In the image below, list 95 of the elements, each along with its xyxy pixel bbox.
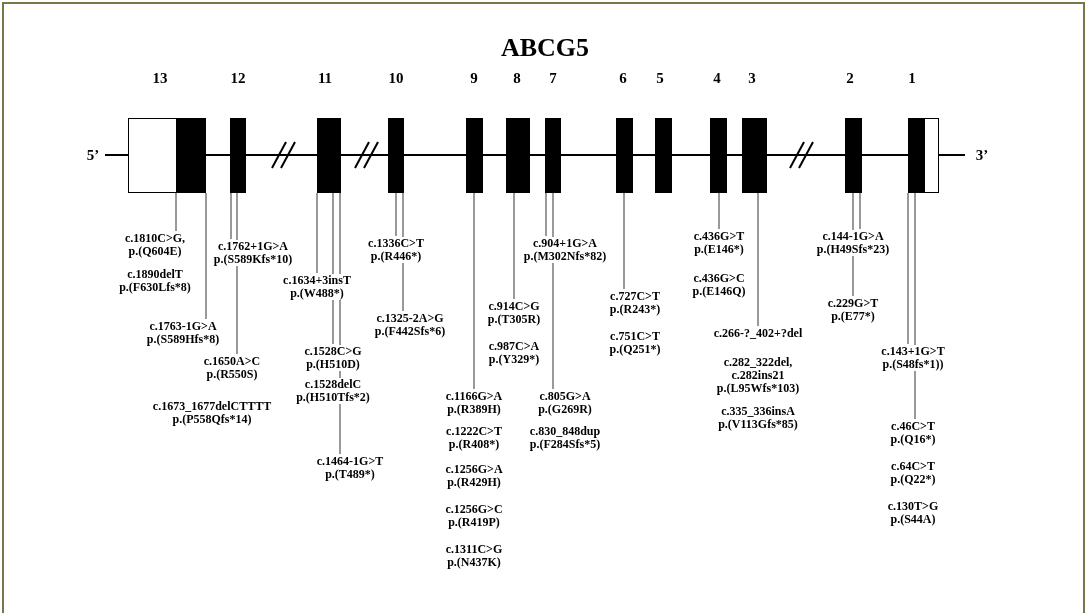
leader-line bbox=[513, 192, 515, 300]
variant-text: c.282ins21 bbox=[731, 369, 785, 382]
variant-text: p.(F284Sfs*5) bbox=[529, 438, 601, 451]
variant-text: c.987C>A bbox=[488, 340, 540, 353]
leader-line bbox=[718, 192, 720, 230]
strand-end-label: 5’ bbox=[86, 147, 100, 163]
exon-number: 11 bbox=[317, 70, 333, 86]
exon-number: 12 bbox=[230, 70, 246, 86]
variant-text: p.(Q251*) bbox=[609, 343, 661, 356]
variant-text: c.130T>G bbox=[887, 500, 939, 513]
variant-annotation: c.914C>G p.(T305R) bbox=[487, 300, 541, 326]
leader-line bbox=[545, 192, 547, 237]
leader-line bbox=[316, 192, 318, 274]
variant-text: c.1256G>C bbox=[445, 503, 503, 516]
exon-number: 3 bbox=[748, 70, 756, 86]
variant-annotation: c.1336C>T p.(R446*) bbox=[368, 237, 424, 263]
variant-text: p.(R429H) bbox=[447, 476, 501, 489]
variant-annotation: c.46C>T p.(Q16*) bbox=[890, 420, 936, 446]
variant-annotation: c.1166G>A p.(R389H) bbox=[445, 390, 503, 416]
variant-text: p.(H510Tfs*2) bbox=[296, 391, 370, 404]
variant-text: p.(Q22*) bbox=[890, 473, 936, 486]
variant-text: c.1311C>G bbox=[445, 543, 503, 556]
leader-line bbox=[230, 192, 232, 240]
variant-annotation: c.1763-1G>A p.(S589Hfs*8) bbox=[146, 320, 220, 346]
exon-number: 2 bbox=[846, 70, 854, 86]
variant-annotation: c.805G>A p.(G269R) bbox=[538, 390, 592, 416]
variant-annotation: c.436G>T p.(E146*) bbox=[693, 230, 745, 256]
variant-annotation: c.1762+1G>A p.(S589Kfs*10) bbox=[213, 240, 293, 266]
variant-text: c.1673_1677delCTTTT bbox=[152, 400, 272, 413]
variant-text: c.335_336insA bbox=[721, 405, 795, 418]
variant-annotation: c.1634+3insT p.(W488*) bbox=[283, 274, 351, 300]
variant-text: p.(V113Gfs*85) bbox=[718, 418, 798, 431]
variant-text: p.(R419P) bbox=[448, 516, 500, 529]
exon-number: 6 bbox=[619, 70, 627, 86]
leader-line bbox=[395, 192, 397, 237]
leader-line bbox=[175, 192, 177, 232]
leader-line bbox=[914, 192, 916, 420]
variant-text: c.1528delC bbox=[304, 378, 362, 391]
exon bbox=[710, 70, 727, 193]
variant-text: c.751C>T bbox=[610, 330, 660, 343]
exon bbox=[845, 70, 862, 193]
variant-text: p.(E146Q) bbox=[692, 285, 746, 298]
exon bbox=[317, 70, 341, 193]
exon bbox=[230, 70, 246, 193]
variant-text: p.(L95Wfs*103) bbox=[716, 382, 800, 395]
variant-annotation: c.1810C>G, p.(Q604E) bbox=[124, 232, 186, 258]
exon bbox=[388, 70, 404, 193]
variant-annotation: c.144-1G>A p.(H49Sfs*23) bbox=[816, 230, 890, 256]
leader-line bbox=[552, 192, 554, 390]
leader-line bbox=[859, 192, 861, 230]
exon-number: 9 bbox=[470, 70, 478, 86]
variant-annotation: c.1325-2A>G p.(F442Sfs*6) bbox=[374, 312, 446, 338]
variant-text: p.(Y329*) bbox=[488, 353, 540, 366]
variant-text: p.(N437K) bbox=[447, 556, 501, 569]
variant-annotation: c.1528C>G p.(H510D) bbox=[304, 345, 362, 371]
variant-text: c.436G>C bbox=[693, 272, 745, 285]
exon-number: 7 bbox=[549, 70, 557, 86]
exon-number: 4 bbox=[713, 70, 721, 86]
strand-end-label: 3’ bbox=[975, 147, 989, 163]
leader-line bbox=[473, 192, 475, 390]
exon-number: 13 bbox=[152, 70, 168, 86]
leader-line bbox=[623, 192, 625, 290]
variant-annotation: c.1650A>C p.(R550S) bbox=[203, 355, 261, 381]
variant-text: c.830_848dup bbox=[529, 425, 601, 438]
variant-annotation: c.904+1G>A p.(M302Nfs*82) bbox=[523, 237, 607, 263]
variant-text: c.64C>T bbox=[891, 460, 935, 473]
exon bbox=[616, 70, 633, 193]
leader-line bbox=[907, 192, 909, 345]
variant-text: c.1256G>A bbox=[445, 463, 503, 476]
exon bbox=[545, 70, 561, 193]
variant-annotation: c.266-?_402+?del bbox=[713, 327, 803, 340]
variant-text: c.282_322del, bbox=[723, 356, 793, 369]
exon-number: 5 bbox=[656, 70, 664, 86]
variant-text: p.(S44A) bbox=[890, 513, 936, 526]
exon bbox=[655, 70, 672, 193]
diagram-title: ABCG5 bbox=[500, 33, 590, 63]
variant-text: c.1222C>T bbox=[446, 425, 502, 438]
variant-annotation: c.727C>T p.(R243*) bbox=[609, 290, 661, 316]
exon-number: 1 bbox=[908, 70, 916, 86]
variant-annotation: c.143+1G>T p.(S48fs*1)) bbox=[881, 345, 945, 371]
exon bbox=[128, 70, 206, 193]
exon bbox=[742, 70, 767, 193]
variant-text: c.1890delT bbox=[127, 268, 183, 281]
variant-text: p.(P558Qfs*14) bbox=[172, 413, 252, 426]
variant-annotation: c.1464-1G>T p.(T489*) bbox=[316, 455, 384, 481]
exon bbox=[506, 70, 530, 193]
exon bbox=[908, 70, 939, 193]
exon-number: 8 bbox=[513, 70, 521, 86]
exon-number: 10 bbox=[388, 70, 404, 86]
exon bbox=[466, 70, 483, 193]
leader-line bbox=[205, 192, 207, 320]
variant-text: p.(F630Lfs*8) bbox=[119, 281, 191, 294]
leader-line bbox=[757, 192, 759, 327]
variant-text: p.(R408*) bbox=[448, 438, 500, 451]
variant-annotation: c.229G>T p.(E77*) bbox=[827, 297, 879, 323]
